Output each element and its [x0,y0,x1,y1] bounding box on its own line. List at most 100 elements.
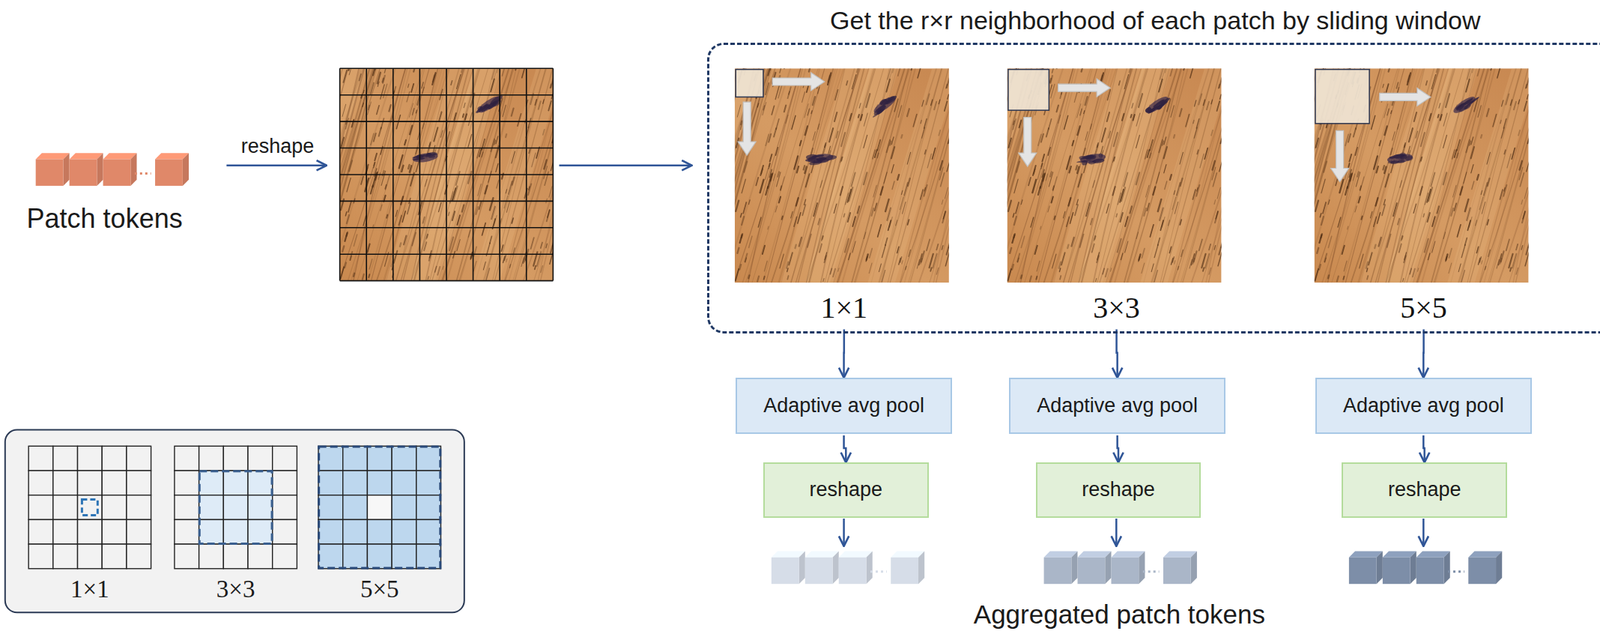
wood-pore [886,140,891,153]
wood-grain [936,68,950,283]
wood-grain [1105,68,1162,283]
wood-pore [1158,199,1162,212]
wood-pore [1122,113,1125,121]
wood-pore [1371,115,1376,129]
wood-image [734,68,950,283]
cube-side [130,152,137,186]
wood-grain [734,68,765,283]
wood-pore [1467,68,1472,80]
wood-pore [1101,128,1106,142]
wood-pore [504,195,508,209]
wood-pore [1522,211,1526,219]
wood-pore [376,105,380,115]
wood-pore [1176,182,1181,196]
grid-line [552,68,555,281]
wood-pore [930,267,932,272]
wood-pore [348,200,352,212]
wood-pore [1506,238,1510,251]
slide-arrow [1379,87,1431,106]
patch-grid [340,68,554,281]
wood-pore [1170,174,1172,180]
wood-grain [833,68,890,283]
box-label: Adaptive avg pool [1343,394,1505,418]
wood-pore [891,146,895,159]
grid-cell [318,519,344,544]
wood-pore [1316,247,1319,254]
cube-front [1416,557,1445,584]
wood-pore [927,153,932,168]
wood-pore [1017,253,1020,263]
wood-pore [528,149,531,153]
wood-pore [1355,147,1358,156]
grid-cell [199,543,224,569]
wood-pore [388,104,391,112]
wood-pore [1382,165,1384,170]
cube-side [96,152,103,186]
reshape-box: reshape [1035,462,1202,518]
wood-pore [1417,268,1419,272]
wood-pore [740,234,743,242]
wood-pore [415,110,417,114]
wood-pore [922,100,924,107]
stain [1386,151,1414,165]
wood-pore [1167,220,1170,226]
wood-pore [764,168,768,180]
wood-pore [450,80,453,85]
wood-pore [344,232,347,241]
wood-pore [1097,143,1099,148]
wood-pore [765,83,769,96]
wood-pore [1505,94,1509,105]
wood-pore [1426,80,1428,85]
wood-pore [946,242,950,255]
wood-pore [852,216,856,227]
wood-pore [1011,264,1014,270]
wood-pore [889,217,893,228]
grid-cell [53,543,78,569]
wood-pore [749,235,753,248]
wood-pore [775,205,777,212]
wood-pore [1220,234,1222,248]
wood-pore [1393,202,1398,216]
wood-pore [780,185,782,190]
wood-pore [346,214,350,224]
wood-pore [489,197,494,210]
wood-pore [1471,137,1474,145]
wood-pore [1384,167,1386,174]
wood-pore [1053,185,1054,190]
wood-pore [931,99,933,105]
grid-cell [272,495,298,520]
cube-side [918,551,925,585]
grid-cell [28,445,54,471]
wood-pore [863,134,868,148]
wood-pore [1068,197,1071,206]
wood-pore [361,176,364,185]
wood-pore [531,152,536,167]
wood-pore [794,244,796,249]
wood-pore [1197,149,1199,154]
wood-pore [506,258,508,262]
wood-pore [811,110,812,114]
wood-pore [1368,252,1373,265]
wood-pore [1016,161,1020,173]
wood-pore [1014,216,1017,225]
wood-pore [502,104,506,117]
wood-pore [776,147,779,156]
wood-pore [528,186,530,191]
neighborhood-grid [318,445,441,568]
grid-cell [416,445,442,471]
wood-pore [341,137,344,147]
wood-pore [1479,256,1481,263]
wood-pore [468,134,472,147]
wood-grain [1479,68,1529,283]
wood-pore [1399,244,1402,253]
wood-pore [367,101,372,115]
wood-pore [1476,246,1478,253]
wood-pore [943,211,946,219]
grid-cell [101,543,127,569]
wood-grain [880,68,937,283]
wood-pore [877,224,882,237]
wood-pore [475,206,478,215]
grid-cell [101,470,127,496]
wood-pore [735,200,739,212]
wood-pore [484,185,487,194]
